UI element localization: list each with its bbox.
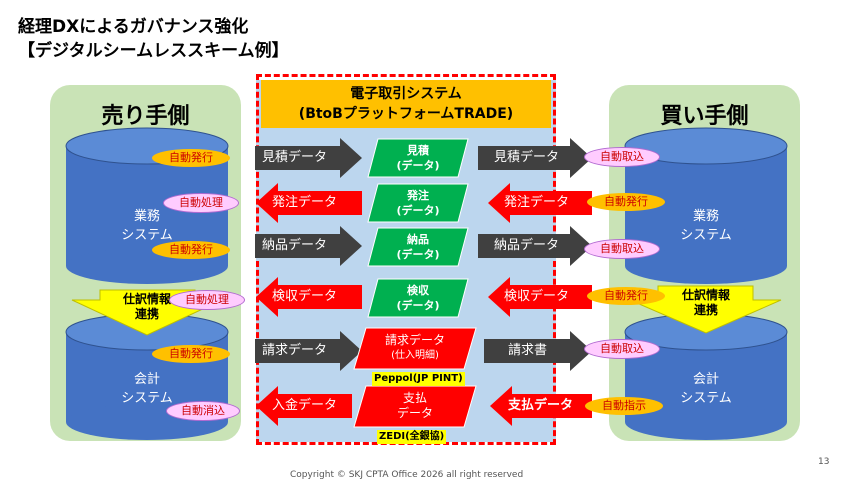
seller-title: 売り手側 bbox=[101, 104, 190, 129]
platform-header: 電子取引システム (BtoBプラットフォームTRADE) bbox=[261, 80, 551, 128]
seller-oval-6: 自動消込 bbox=[166, 401, 240, 421]
buyer-oval-3: 自動取込 bbox=[584, 239, 660, 259]
seller-oval-1: 自動発行 bbox=[152, 149, 230, 167]
buyer-accounting-label: 会計 システム bbox=[680, 372, 732, 406]
copyright: Copyright © SKJ CPTA Office 2026 all rig… bbox=[290, 470, 524, 480]
left-arrow-6 bbox=[256, 386, 352, 426]
left-arrow-label-6: 入金データ bbox=[272, 398, 338, 413]
left-arrow-label-3: 納品データ bbox=[262, 238, 328, 253]
right-arrow-3 bbox=[478, 226, 592, 266]
left-arrow-3 bbox=[255, 226, 362, 266]
right-arrow-label-1: 見積データ bbox=[494, 150, 560, 165]
platform-header-line2: (BtoBプラットフォームTRADE) bbox=[298, 106, 514, 122]
seller-oval-4: 自動処理 bbox=[169, 290, 245, 310]
doc-payment bbox=[353, 385, 477, 428]
doc-order-label: 発注 (データ) bbox=[396, 189, 440, 217]
left-arrow-label-5: 請求データ bbox=[262, 343, 328, 358]
seller-business-label: 業務 システム bbox=[121, 209, 173, 243]
left-arrow-4 bbox=[256, 277, 362, 317]
left-arrow-1 bbox=[255, 138, 362, 178]
buyer-oval-2: 自動発行 bbox=[587, 193, 665, 211]
left-arrow-label-2: 発注データ bbox=[272, 195, 338, 210]
buyer-oval-6: 自動指示 bbox=[585, 397, 663, 415]
left-arrow-2 bbox=[256, 183, 362, 223]
right-arrow-5 bbox=[484, 331, 592, 371]
page-number: 13 bbox=[818, 457, 830, 467]
seller-link-label: 仕訳情報 連携 bbox=[122, 292, 171, 321]
doc-payment-label: 支払 データ bbox=[396, 391, 433, 420]
right-arrow-4 bbox=[488, 277, 592, 317]
seller-oval-5: 自動発行 bbox=[152, 345, 230, 363]
right-arrow-2 bbox=[488, 183, 592, 223]
right-arrow-label-6: 支払データ bbox=[508, 398, 574, 413]
platform-header-line1: 電子取引システム bbox=[350, 86, 462, 102]
seller-accounting-label: 会計 システム bbox=[121, 372, 173, 406]
doc-delivery-label: 納品 (データ) bbox=[396, 233, 440, 261]
peppol-tag: Peppol(JP PINT) bbox=[372, 372, 465, 386]
seller-oval-3: 自動発行 bbox=[152, 241, 230, 259]
right-arrow-label-5: 請求書 bbox=[508, 343, 548, 358]
doc-delivery bbox=[367, 227, 469, 267]
right-arrow-label-2: 発注データ bbox=[504, 195, 570, 210]
doc-order bbox=[367, 183, 469, 223]
zedi-tag: ZEDI(全銀協) bbox=[377, 430, 447, 444]
left-arrow-label-4: 検収データ bbox=[272, 289, 338, 304]
buyer-business-label: 業務 システム bbox=[680, 209, 732, 243]
doc-inspection bbox=[367, 278, 469, 318]
seller-oval-2: 自動処理 bbox=[163, 193, 239, 213]
buyer-oval-1: 自動取込 bbox=[584, 147, 660, 167]
page-subtitle: 【デジタルシームレススキーム例】 bbox=[18, 41, 289, 61]
doc-inspection-label: 検収 (データ) bbox=[396, 284, 440, 312]
left-arrow-5 bbox=[255, 331, 362, 371]
buyer-oval-5: 自動取込 bbox=[584, 339, 660, 359]
doc-invoice bbox=[353, 327, 477, 370]
doc-invoice-label: 請求データ (仕入明細) bbox=[384, 333, 445, 361]
right-arrow-label-3: 納品データ bbox=[494, 238, 560, 253]
buyer-link-label: 仕訳情報 連携 bbox=[681, 288, 730, 317]
doc-estimate-label: 見積 (データ) bbox=[396, 144, 440, 172]
buyer-oval-4: 自動発行 bbox=[587, 287, 665, 305]
buyer-title: 買い手側 bbox=[660, 104, 749, 129]
right-arrow-label-4: 検収データ bbox=[504, 289, 570, 304]
left-arrow-label-1: 見積データ bbox=[262, 150, 328, 165]
right-arrow-6 bbox=[490, 386, 592, 426]
doc-estimate bbox=[367, 138, 469, 178]
right-arrow-1 bbox=[478, 138, 592, 178]
page-title: 経理DXによるガバナンス強化 bbox=[18, 17, 249, 37]
